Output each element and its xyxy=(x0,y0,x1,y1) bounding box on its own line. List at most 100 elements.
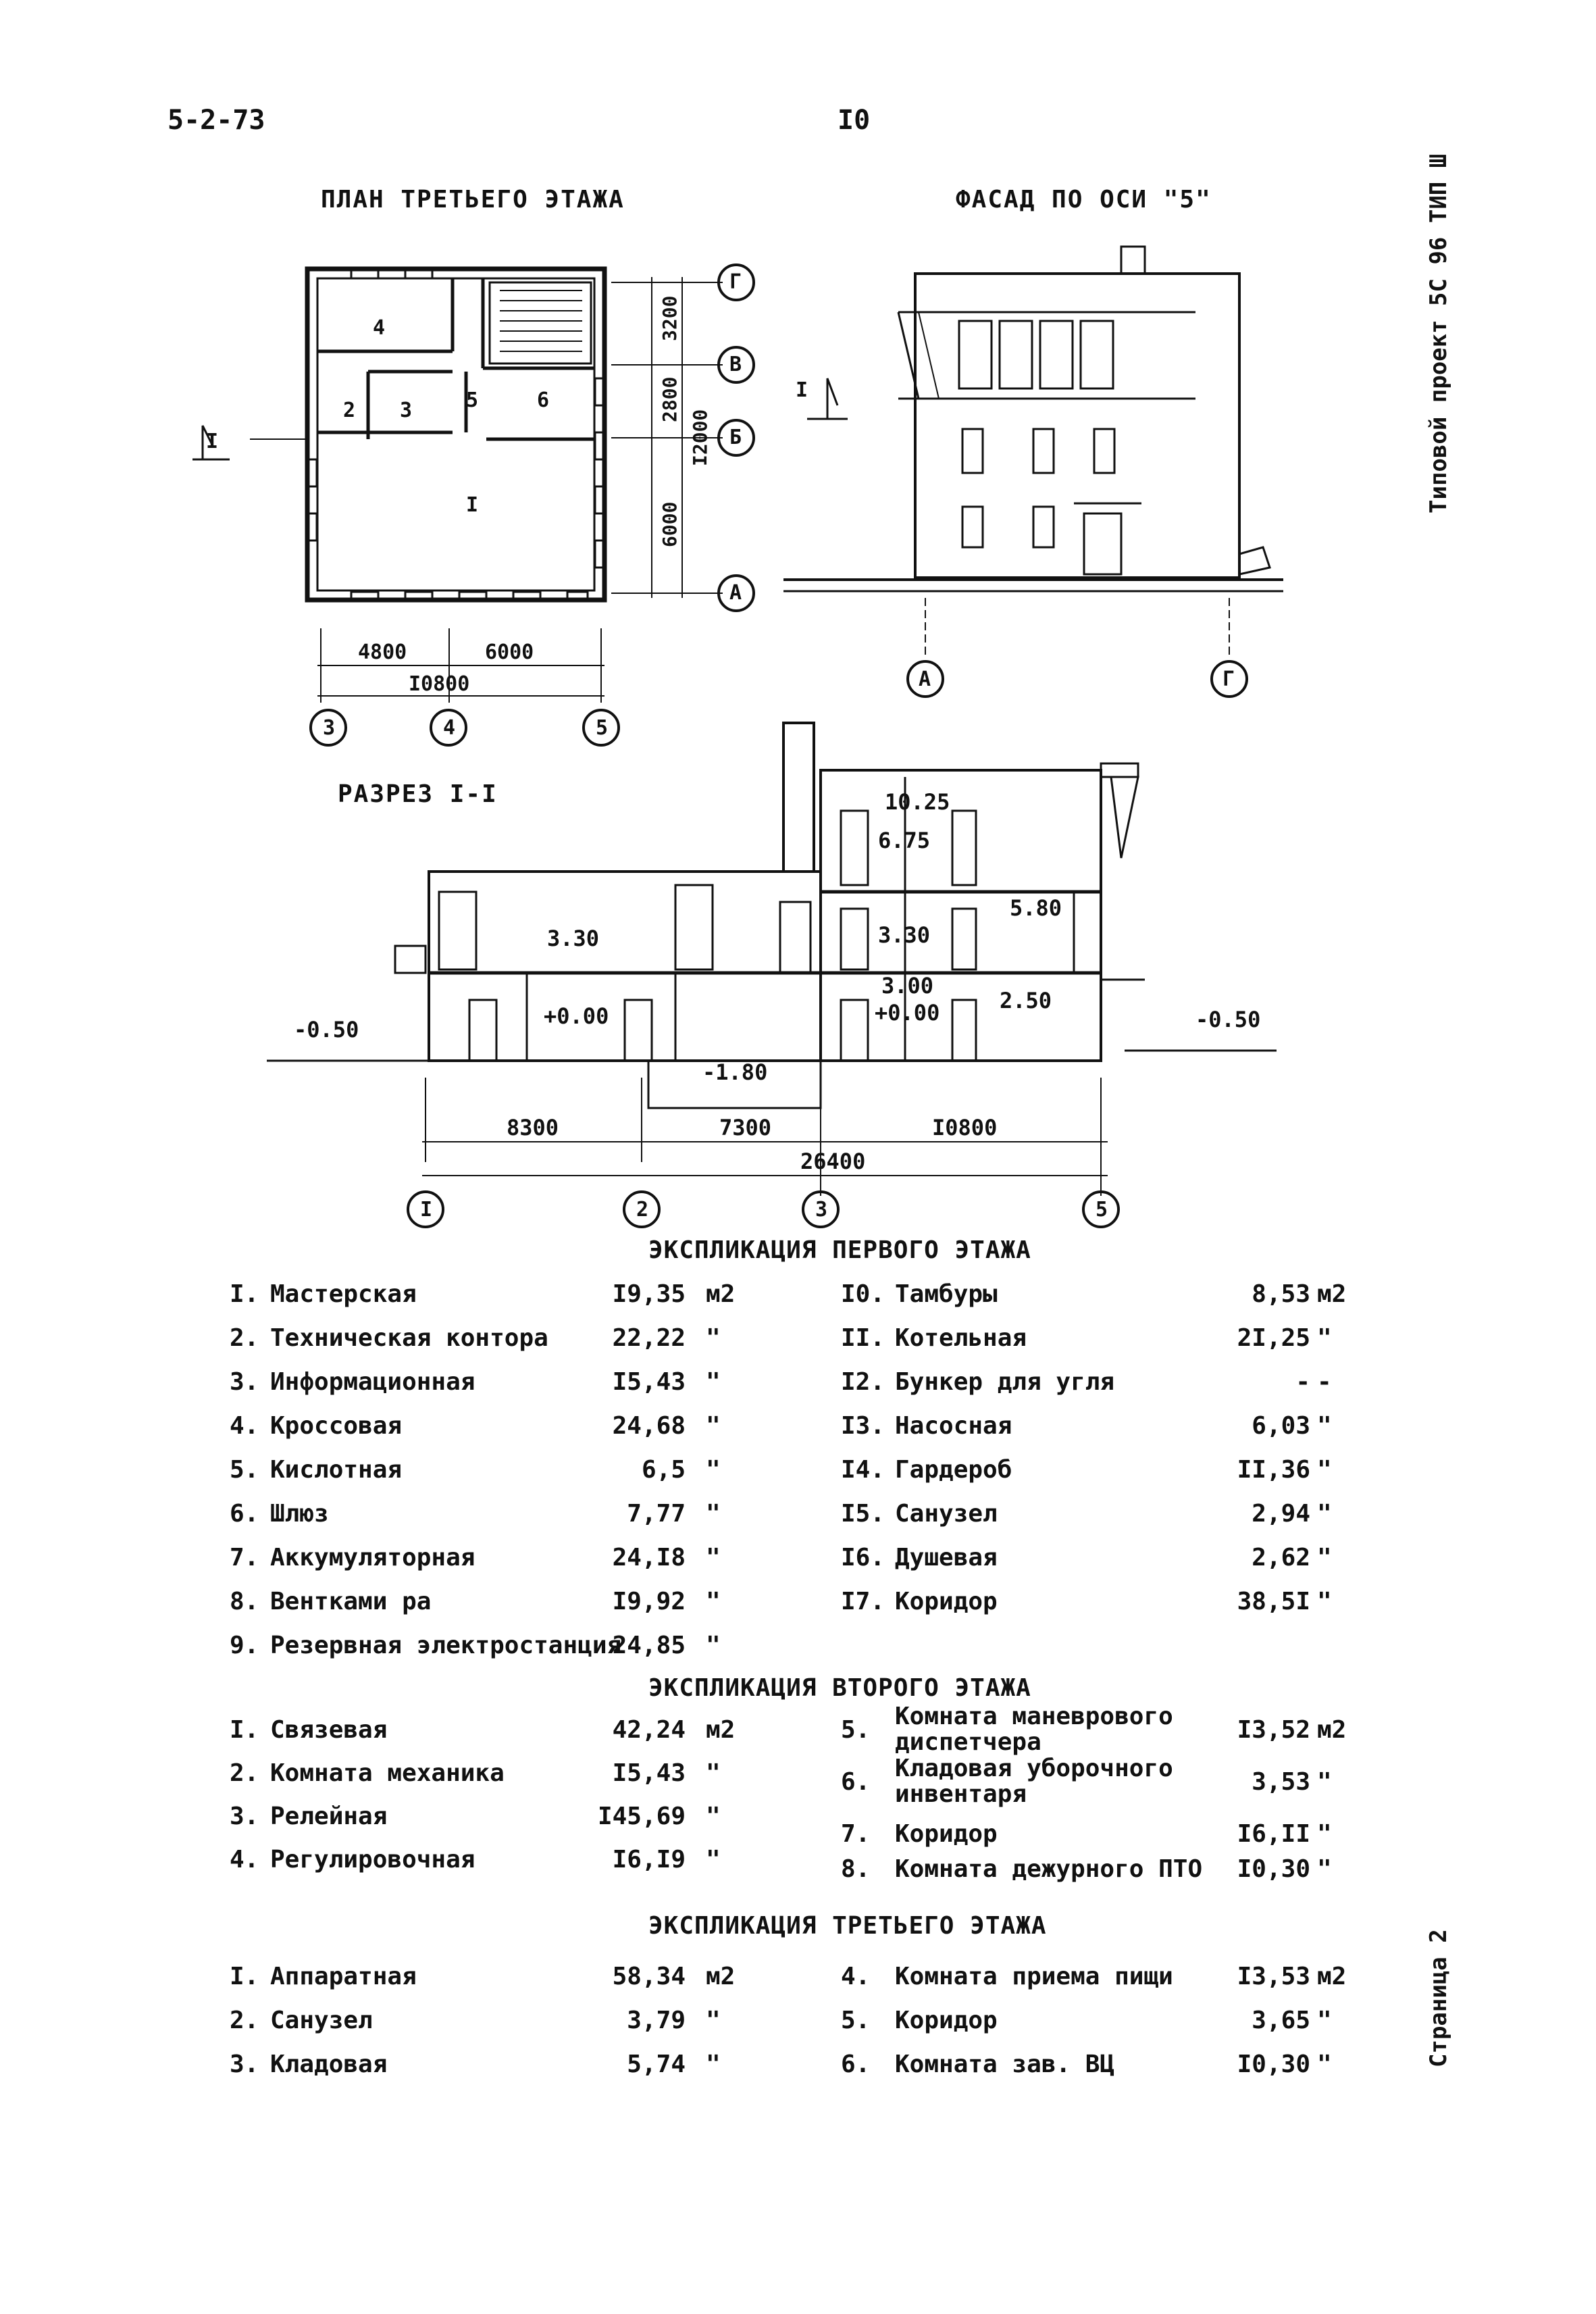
item-name: Котельная xyxy=(895,1324,1027,1352)
item-unit: " xyxy=(706,1324,721,1352)
item-number: 3. xyxy=(230,1368,259,1396)
item-area: 24,85 xyxy=(612,1632,686,1659)
item-unit: " xyxy=(706,2007,721,2034)
item-name: Коридор xyxy=(895,2007,998,2034)
item-unit: м2 xyxy=(706,1963,736,1990)
item-unit: " xyxy=(1317,2051,1332,2078)
item-name: Регулировочная xyxy=(270,1846,475,1873)
item-area: I6,I9 xyxy=(612,1846,686,1873)
item-unit: " xyxy=(706,1412,721,1440)
facade-axis-g: Г xyxy=(1222,668,1235,691)
elev-2-50: 2.50 xyxy=(1000,988,1052,1013)
item-number: 4. xyxy=(230,1846,259,1873)
item-area: I0,30 xyxy=(1237,1855,1310,1883)
item-number: I2. xyxy=(841,1368,885,1396)
plan-dim-12000: I2000 xyxy=(689,409,711,466)
plan-room-3: 3 xyxy=(400,399,413,422)
facade-cut-mark: I xyxy=(796,378,808,402)
item-name: Кроссовая xyxy=(270,1412,403,1440)
item-unit: м2 xyxy=(1317,1716,1347,1744)
second-floor-title: ЭКСПЛИКАЦИЯ ВТОРОГО ЭТАЖА xyxy=(648,1674,1031,1702)
item-unit: " xyxy=(706,1456,721,1484)
item-area: I5,43 xyxy=(612,1759,686,1787)
item-number: 6. xyxy=(230,1500,259,1528)
item-area: II,36 xyxy=(1237,1456,1310,1484)
item-number: 5. xyxy=(230,1456,259,1484)
item-name: Резервная электростанция xyxy=(270,1632,622,1659)
item-number: I7. xyxy=(841,1588,885,1615)
item-number: I. xyxy=(230,1280,259,1308)
item-unit: " xyxy=(1317,1544,1332,1571)
plan-dim-6000: 6000 xyxy=(485,640,534,664)
item-number: I6. xyxy=(841,1544,885,1571)
item-area: 2,94 xyxy=(1252,1500,1310,1528)
item-number: I4. xyxy=(841,1456,885,1484)
item-area: - xyxy=(1295,1368,1310,1396)
item-number: 2. xyxy=(230,1324,259,1352)
plan-dim-10800: I0800 xyxy=(409,672,470,696)
item-number: I. xyxy=(230,1716,259,1744)
section-dim-26400: 26400 xyxy=(800,1149,866,1174)
item-area: I5,43 xyxy=(612,1368,686,1396)
plan-room-6: 6 xyxy=(537,388,550,412)
third-floor-title: ЭКСПЛИКАЦИЯ ТРЕТЬЕГО ЭТАЖА xyxy=(648,1912,1047,1940)
item-name: Тамбуры xyxy=(895,1280,998,1308)
plan-axis-4: 4 xyxy=(443,716,456,740)
item-number: 8. xyxy=(230,1588,259,1615)
floor-plan xyxy=(192,263,848,747)
elev-minus-0-50-left: -0.50 xyxy=(294,1017,359,1042)
plan-room-5: 5 xyxy=(466,388,479,412)
section-dim-8300: 8300 xyxy=(507,1115,559,1140)
item-unit: " xyxy=(706,1846,721,1873)
item-number: 5. xyxy=(841,1716,871,1744)
section-axis-1: I xyxy=(420,1198,433,1222)
item-name: Связевая xyxy=(270,1716,388,1744)
item-name: Коридор xyxy=(895,1588,998,1615)
section-dim-10800: I0800 xyxy=(932,1115,998,1140)
item-number: 7. xyxy=(841,1820,871,1848)
item-unit: " xyxy=(1317,1324,1332,1352)
item-area: I6,II xyxy=(1237,1820,1310,1848)
item-area: 38,5I xyxy=(1237,1588,1310,1615)
item-number: I. xyxy=(230,1963,259,1990)
elev-3-30-right: 3.30 xyxy=(878,922,931,948)
item-number: 6. xyxy=(841,1768,871,1796)
item-area: 58,34 xyxy=(612,1963,686,1990)
item-area: I9,92 xyxy=(612,1588,686,1615)
plan-dim-2800: 2800 xyxy=(659,376,681,422)
item-area: I45,69 xyxy=(597,1803,686,1830)
item-area: 24,68 xyxy=(612,1412,686,1440)
plan-room-1: I xyxy=(466,493,479,517)
item-name: Комната маневрового xyxy=(895,1703,1173,1730)
item-name: Комната дежурного ПТО xyxy=(895,1855,1203,1883)
item-unit: м2 xyxy=(706,1280,736,1308)
item-area: 7,77 xyxy=(627,1500,686,1528)
plan-axis-3: 3 xyxy=(323,716,336,740)
elev-10-25: 10.25 xyxy=(885,789,950,815)
elev-minus-0-50-right: -0.50 xyxy=(1195,1007,1261,1032)
item-number: 4. xyxy=(230,1412,259,1440)
plan-title: ПЛАН ТРЕТЬЕГО ЭТАЖА xyxy=(321,186,625,213)
section-drawing xyxy=(267,722,1277,1228)
item-name: Санузел xyxy=(895,1500,998,1528)
item-name-continued: диспетчера xyxy=(895,1728,1041,1756)
item-area: 42,24 xyxy=(612,1716,686,1744)
facade-axis-a: А xyxy=(919,668,931,691)
item-unit: " xyxy=(706,1588,721,1615)
document-code: 5-2-73 xyxy=(168,105,265,136)
item-name: Вентками ра xyxy=(270,1588,432,1615)
elev-minus-1-80: -1.80 xyxy=(702,1059,768,1085)
item-name: Техническая контора xyxy=(270,1324,548,1352)
item-number: 3. xyxy=(230,2051,259,2078)
item-number: 2. xyxy=(230,1759,259,1787)
item-unit: - xyxy=(1317,1368,1332,1396)
item-area: 6,5 xyxy=(641,1456,686,1484)
plan-room-2: 2 xyxy=(343,399,356,422)
item-number: 9. xyxy=(230,1632,259,1659)
elev-5-80: 5.80 xyxy=(1010,895,1062,921)
item-unit: " xyxy=(706,2051,721,2078)
item-area: I0,30 xyxy=(1237,2051,1310,2078)
item-unit: м2 xyxy=(706,1716,736,1744)
item-area: 3,65 xyxy=(1252,2007,1310,2034)
item-name: Мастерская xyxy=(270,1280,417,1308)
